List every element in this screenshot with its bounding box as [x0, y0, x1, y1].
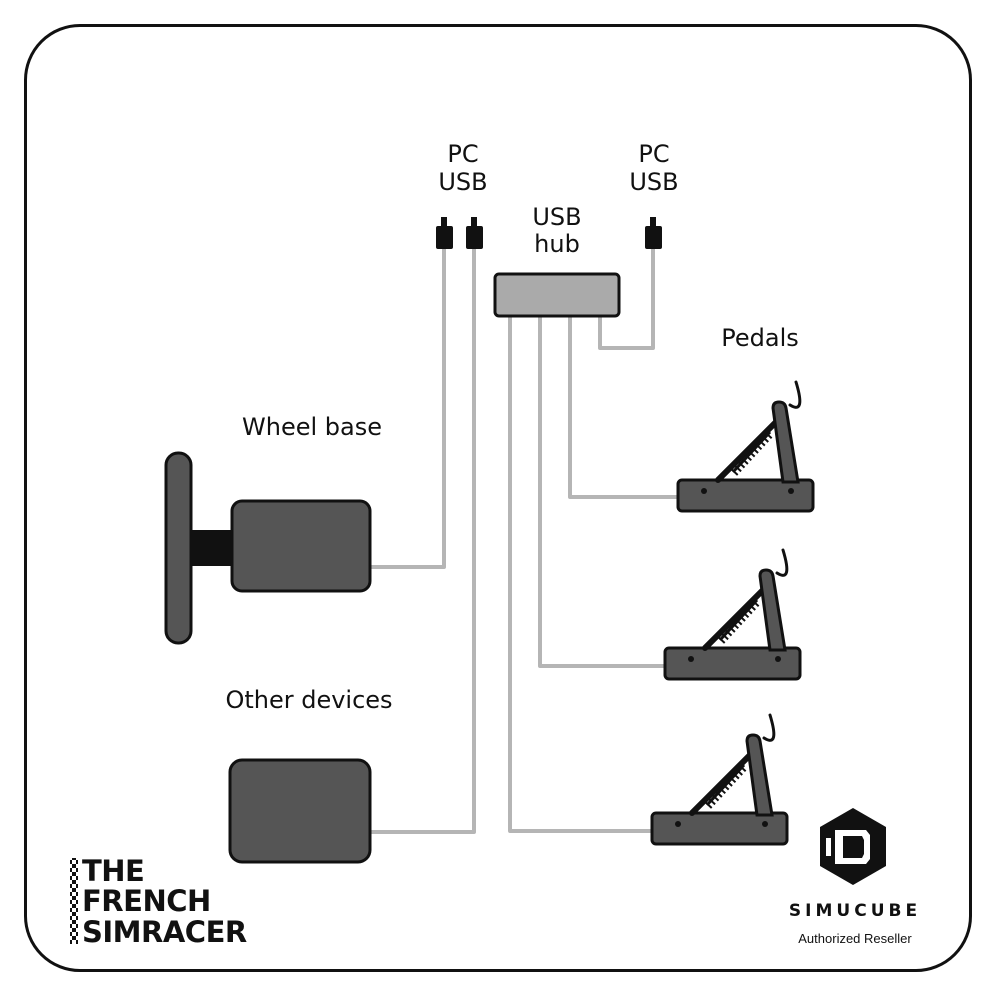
cable-wheel-base-to-pc	[370, 248, 446, 569]
usb-plug-icon	[466, 217, 483, 249]
usb-plug-icon	[645, 217, 662, 249]
pedal-icon	[676, 380, 815, 513]
simucube-name: SIMUCUBE	[789, 901, 921, 921]
logo-text: THE	[82, 854, 144, 888]
logo-text: SIMRACER	[82, 915, 247, 949]
pc-usb-label-right: USB	[629, 168, 678, 196]
pc-usb-label-right: PC	[638, 140, 669, 168]
wheel-base-label: Wheel base	[242, 413, 382, 441]
other-devices-label: Other devices	[225, 686, 392, 714]
simucube-tagline: Authorized Reseller	[798, 931, 912, 946]
cable-other-devices-to-pc	[370, 248, 476, 834]
other-device-box	[228, 758, 372, 864]
usb-hub-label: hub	[534, 230, 580, 258]
wheel-base-icon	[164, 451, 372, 645]
pc-usb-label-left: PC	[447, 140, 478, 168]
pedal-icon	[650, 713, 789, 846]
cable-hub-to-pc	[598, 248, 655, 350]
cable-hub-to-pedal-2	[538, 316, 665, 668]
cable-hub-to-pedal-3	[508, 316, 652, 833]
cable-hub-to-pedal-1	[568, 316, 678, 499]
pedal-icon	[663, 548, 802, 681]
usb-plug-icon	[436, 217, 453, 249]
usb-hub-label: USB	[532, 203, 581, 231]
usb-hub-box	[493, 272, 621, 318]
cables	[370, 248, 678, 834]
pc-usb-label-left: USB	[438, 168, 487, 196]
simucube-logo: SIMUCUBE Authorized Reseller	[789, 808, 921, 946]
pedals-label: Pedals	[721, 324, 799, 352]
the-french-simracer-logo: THE FRENCH SIMRACER	[70, 854, 247, 949]
logo-text: FRENCH	[82, 884, 211, 918]
